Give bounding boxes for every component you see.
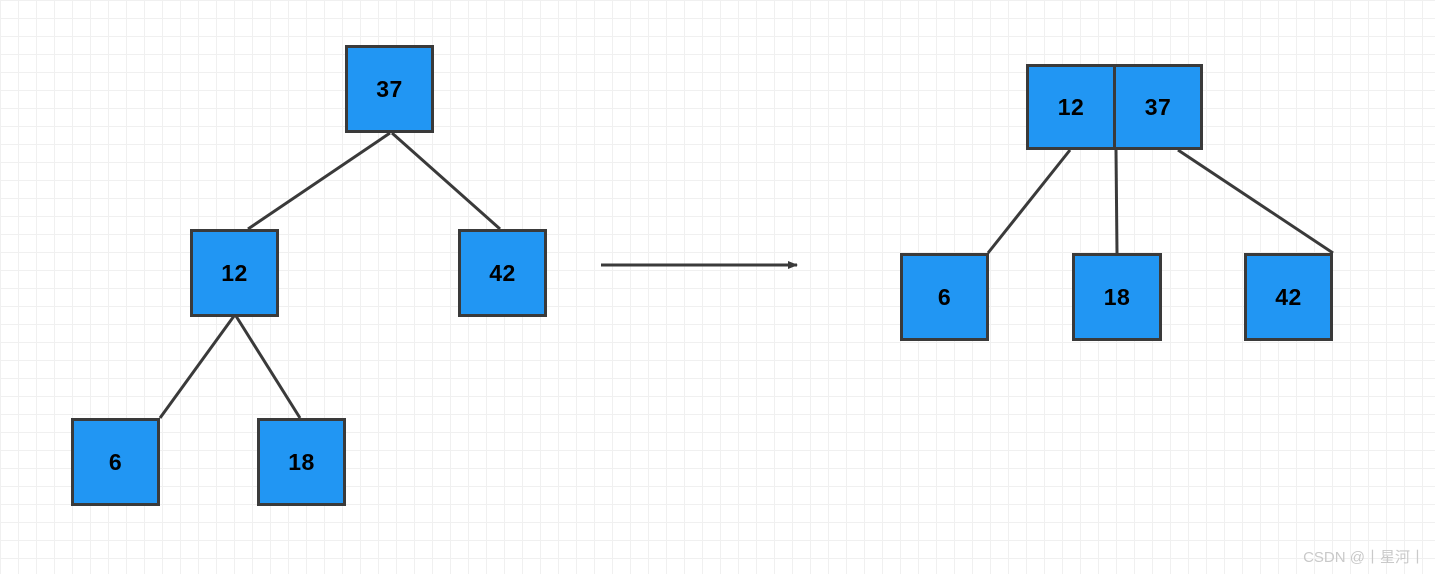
right-tree-node-18[interactable]: 18 — [1072, 253, 1162, 341]
left-tree-edge-L-12-to-L-18 — [234, 315, 302, 419]
left-tree-node-12[interactable]: 12 — [190, 229, 279, 317]
right-tree-node-key: 37 — [1113, 67, 1200, 147]
right-tree-node-key: 18 — [1103, 283, 1131, 310]
left-tree-node-key: 37 — [376, 75, 403, 102]
left-tree-node-key: 18 — [288, 448, 315, 475]
right-tree-edge-R-root-to-R-6 — [986, 149, 1072, 254]
right-tree-node-42[interactable]: 42 — [1244, 253, 1333, 341]
right-tree-node-6[interactable]: 6 — [900, 253, 989, 341]
left-tree-node-6[interactable]: 6 — [71, 418, 160, 506]
watermark: CSDN @⼁星河⼁ — [1303, 549, 1425, 566]
left-tree-node-key: 12 — [221, 259, 248, 286]
right-tree-node-key: 42 — [1275, 283, 1302, 310]
left-tree-node-37[interactable]: 37 — [345, 45, 434, 133]
right-tree-node-12-37[interactable]: 12 37 — [1026, 64, 1203, 150]
left-tree-node-key: 42 — [489, 259, 516, 286]
left-tree-edge-L-12-to-L-6 — [158, 315, 236, 419]
left-tree-edge-L-37-to-L-42 — [391, 131, 501, 231]
left-tree-node-42[interactable]: 42 — [458, 229, 547, 317]
right-tree-edge-R-root-to-R-42 — [1177, 148, 1334, 255]
right-tree-edge-R-root-to-R-18 — [1114, 149, 1119, 254]
left-tree-edge-L-37-to-L-12 — [247, 131, 391, 231]
right-tree-node-key: 6 — [937, 283, 952, 310]
right-tree-node-key: 12 — [1057, 93, 1085, 120]
left-tree-node-18[interactable]: 18 — [257, 418, 346, 506]
right-tree-edges — [986, 148, 1334, 255]
left-tree-node-key: 6 — [108, 448, 123, 475]
